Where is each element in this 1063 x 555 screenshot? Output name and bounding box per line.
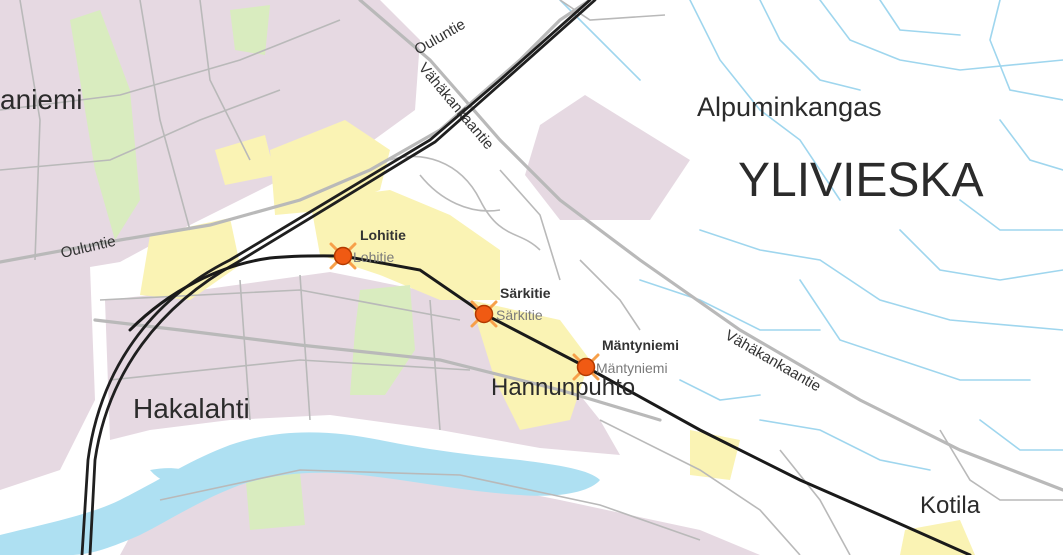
bus-stop-icon[interactable] <box>329 242 357 270</box>
street <box>419 174 501 212</box>
building-zone-west <box>140 218 240 300</box>
stream <box>639 279 821 331</box>
street <box>939 429 1063 501</box>
stop-sublabel-sarkitie: Särkitie <box>496 307 543 323</box>
street <box>299 274 311 421</box>
stream <box>759 419 931 471</box>
street <box>429 299 441 431</box>
river-layer <box>0 432 600 555</box>
place-label-alpuminkangas: Alpuminkangas <box>697 92 882 122</box>
building-zone-lohitie <box>310 190 500 300</box>
road-hakalahti <box>93 318 662 422</box>
building-zone-sarkitie <box>470 300 590 430</box>
stream <box>699 229 1063 331</box>
bus-stop-mantyniemi[interactable]: Mäntyniemi Mäntyniemi <box>572 337 679 381</box>
place-label-kotila: Kotila <box>920 492 981 519</box>
stream <box>819 0 1063 71</box>
industrial-area <box>525 95 690 220</box>
stream <box>899 229 1063 281</box>
bus-stop-icon[interactable] <box>572 353 600 381</box>
street <box>0 89 281 171</box>
street <box>579 259 641 331</box>
road-ouluntie <box>0 0 592 264</box>
street <box>0 19 341 111</box>
stop-label-lohitie: Lohitie <box>360 227 406 243</box>
street <box>99 289 461 321</box>
park-south <box>245 470 305 530</box>
street <box>159 469 701 541</box>
river-inlet <box>150 468 205 486</box>
place-label-ylivieska: YLIVIESKA <box>738 154 983 207</box>
stream <box>679 379 761 401</box>
stream <box>979 419 1063 451</box>
bus-stop-sarkitie[interactable]: Särkitie Särkitie <box>470 285 551 328</box>
park-small <box>230 5 270 55</box>
place-labels: YLIVIESKA Alpuminkangas Hakalahti Hannun… <box>0 84 983 519</box>
street <box>389 155 541 251</box>
street <box>599 419 801 555</box>
street <box>499 169 561 281</box>
stream <box>689 0 841 201</box>
railway-layer <box>80 0 597 555</box>
street <box>559 0 666 21</box>
stop-sublabel-lohitie: Lohitie <box>353 249 394 265</box>
stop-label-sarkitie: Särkitie <box>500 285 551 301</box>
street <box>139 0 191 231</box>
bus-route-line <box>128 254 972 555</box>
urban-area-west <box>0 266 95 490</box>
park-layer <box>70 5 415 530</box>
stream <box>879 0 961 36</box>
bus-stop-lohitie[interactable]: Lohitie Lohitie <box>329 227 406 270</box>
street <box>779 449 851 555</box>
place-label-hakalahti: Hakalahti <box>133 393 250 424</box>
building-zone-layer <box>140 120 975 555</box>
building-zone-center <box>270 120 390 215</box>
stream <box>999 119 1063 171</box>
river <box>0 432 600 555</box>
stream <box>759 0 861 91</box>
road-vahakankaantie <box>358 0 1063 492</box>
stop-sublabel-mantyniemi: Mäntyniemi <box>596 360 668 376</box>
place-label-aniemi: aniemi <box>0 84 82 115</box>
street <box>239 279 251 421</box>
street <box>109 359 471 381</box>
street <box>199 0 251 161</box>
park-central <box>350 285 415 395</box>
stream <box>799 279 1031 381</box>
stream <box>959 199 1063 231</box>
railway-line <box>80 0 592 555</box>
place-label-hannunpuhto: Hannunpuhto <box>491 374 635 401</box>
building-zone-kotila <box>900 520 975 555</box>
stop-label-mantyniemi: Mäntyniemi <box>602 337 679 353</box>
stream <box>989 0 1063 101</box>
bus-stop-icon[interactable] <box>470 300 498 328</box>
stream-layer <box>559 0 1063 471</box>
railway-line <box>88 0 597 555</box>
street <box>19 0 41 261</box>
park-strip-north <box>70 10 140 240</box>
main-road-layer <box>0 0 1063 492</box>
building-zone-north <box>215 135 275 185</box>
